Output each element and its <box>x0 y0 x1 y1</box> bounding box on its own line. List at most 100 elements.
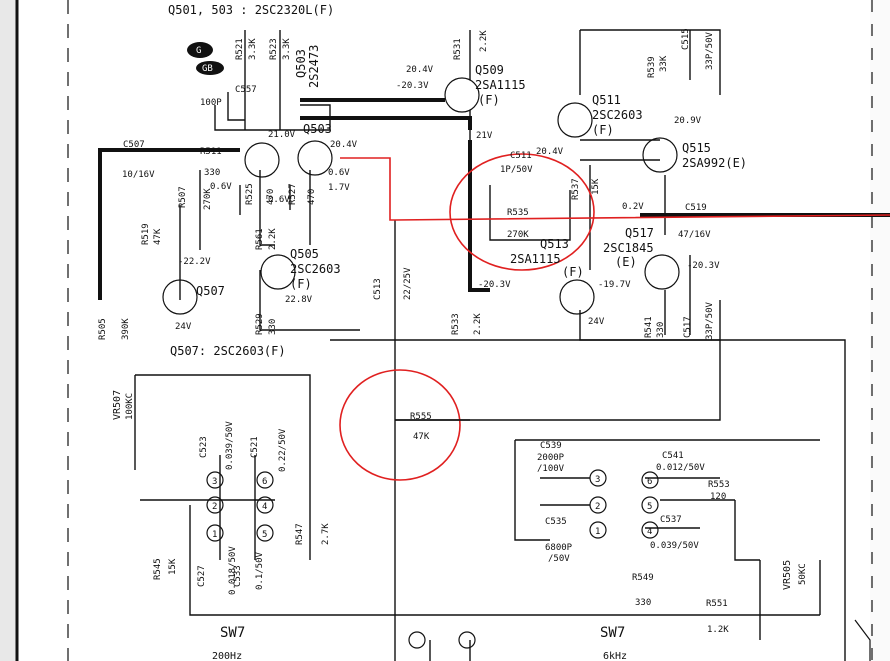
label-c511-val: 1P/50V <box>500 165 533 175</box>
voltage-2: -20.3V <box>396 81 429 91</box>
voltage-3: 21.0V <box>268 130 296 140</box>
label-c539: C539 <box>540 441 562 451</box>
markup-circle-q513 <box>449 153 595 271</box>
voltage-12: 0.2V <box>622 202 644 212</box>
label-r537-val: 15K <box>591 178 601 195</box>
voltage-6: 1.7V <box>328 183 350 193</box>
label-sw7-left-freq: 200Hz <box>212 651 242 661</box>
label-r523: R523 <box>269 38 279 60</box>
label-r525: R525 <box>245 183 255 205</box>
label-r529-val: 330 <box>268 319 278 335</box>
label-q507-part: Q507: 2SC2603(F) <box>170 344 286 358</box>
label-c535-val1: 6800P <box>545 543 573 553</box>
label-r521-val: 3.3K <box>248 38 258 60</box>
terminal-numbers: 3 6 2 4 1 5 3 2 1 6 5 4 <box>212 475 652 540</box>
tag-g <box>187 42 213 58</box>
label-r531: R531 <box>453 38 463 60</box>
label-r551-val: 1.2K <box>707 625 729 635</box>
label-r539-val: 33K <box>659 55 669 72</box>
label-q513-suffix: (F) <box>562 265 584 279</box>
label-r551: R551 <box>706 599 728 609</box>
label-r561-val: 2.2K <box>268 228 278 250</box>
label-r561: R561 <box>255 228 265 250</box>
label-r535: R535 <box>507 208 529 218</box>
label-c515: C515 <box>681 28 691 50</box>
q511-symbol <box>557 102 593 138</box>
svg-text:1: 1 <box>212 530 217 540</box>
q505-symbol <box>260 254 296 290</box>
label-c533-val: 0.1/50V <box>255 551 265 590</box>
label-r535-val: 270K <box>507 230 529 240</box>
transistor-symbols <box>162 77 680 315</box>
label-c541: C541 <box>662 451 684 461</box>
q503-symbol <box>297 140 333 176</box>
q509-symbol <box>444 77 480 113</box>
label-r555: R555 <box>410 412 432 422</box>
label-sw7-right: SW7 <box>600 625 625 641</box>
voltage-15: 24V <box>175 322 192 332</box>
voltage-18: 24V <box>588 317 605 327</box>
label-r523-val: 3.3K <box>282 38 292 60</box>
voltage-10: 20.4V <box>536 147 564 157</box>
label-r519: R519 <box>141 223 151 245</box>
label-q503b: Q503 <box>294 49 308 78</box>
svg-text:3: 3 <box>212 477 217 487</box>
label-r553: R553 <box>708 480 730 490</box>
label-q503b-part: 2S2473 <box>307 45 321 88</box>
label-c527: C527 <box>197 565 207 587</box>
label-r519-val: 47K <box>153 228 163 245</box>
left-margin <box>0 0 16 661</box>
label-r505-val: 390K <box>121 318 131 340</box>
svg-text:G: G <box>196 46 201 56</box>
label-r525-val: 470 <box>266 189 276 205</box>
label-r505: R505 <box>98 318 108 340</box>
label-c533: C533 <box>233 565 243 587</box>
label-q517: Q517 <box>625 226 654 240</box>
label-q505-part: 2SC2603 <box>290 262 341 276</box>
svg-text:5: 5 <box>647 502 652 512</box>
label-c541-val: 0.012/50V <box>656 463 705 473</box>
label-c537-val: 0.039/50V <box>650 541 699 551</box>
label-r541: R541 <box>644 316 654 338</box>
label-q517-part: 2SC1845 <box>603 241 654 255</box>
label-c521: C521 <box>250 436 260 458</box>
label-r547: R547 <box>295 523 305 545</box>
label-c519: C519 <box>685 203 707 213</box>
label-r511: R511 <box>200 147 222 157</box>
voltage-13: -22.2V <box>178 257 211 267</box>
voltage-8: 0.6V <box>268 195 290 205</box>
label-c519-val: 47/16V <box>678 230 711 240</box>
right-corner <box>854 619 871 661</box>
label-q515: Q515 <box>682 141 711 155</box>
label-c511: C511 <box>510 151 532 161</box>
voltage-9: 21V <box>476 131 493 141</box>
q501-symbol <box>244 142 280 178</box>
label-c537: C537 <box>660 515 682 525</box>
label-r555-val: 47K <box>413 432 430 442</box>
label-q513: Q513 <box>540 237 569 251</box>
label-r527-val: 470 <box>307 189 317 205</box>
label-c507-val: 10/16V <box>122 170 155 180</box>
svg-text:4: 4 <box>262 502 267 512</box>
label-q511-suffix: (F) <box>592 123 614 137</box>
markup-trace <box>340 157 890 221</box>
label-c539-val2: /100V <box>537 464 565 474</box>
label-r545-val: 15K <box>168 558 178 575</box>
label-q515-part: 2SA992(E) <box>682 156 747 170</box>
label-c535-val2: /50V <box>548 554 570 564</box>
label-c523-val: 0.039/50V <box>225 421 235 470</box>
q517-symbol <box>644 254 680 290</box>
svg-text:4: 4 <box>647 527 652 537</box>
label-vr507-val: 100KC <box>125 393 135 420</box>
svg-text:GB: GB <box>202 64 213 74</box>
label-r511-val: 330 <box>204 168 220 178</box>
switch-contacts <box>206 469 659 649</box>
voltage-17: -19.7V <box>598 280 631 290</box>
voltage-14: 22.8V <box>285 295 313 305</box>
label-r507: R507 <box>178 186 188 208</box>
voltage-7: 0.6V <box>328 168 350 178</box>
label-r529: R529 <box>255 313 265 335</box>
label-q503: Q503 <box>303 122 332 136</box>
